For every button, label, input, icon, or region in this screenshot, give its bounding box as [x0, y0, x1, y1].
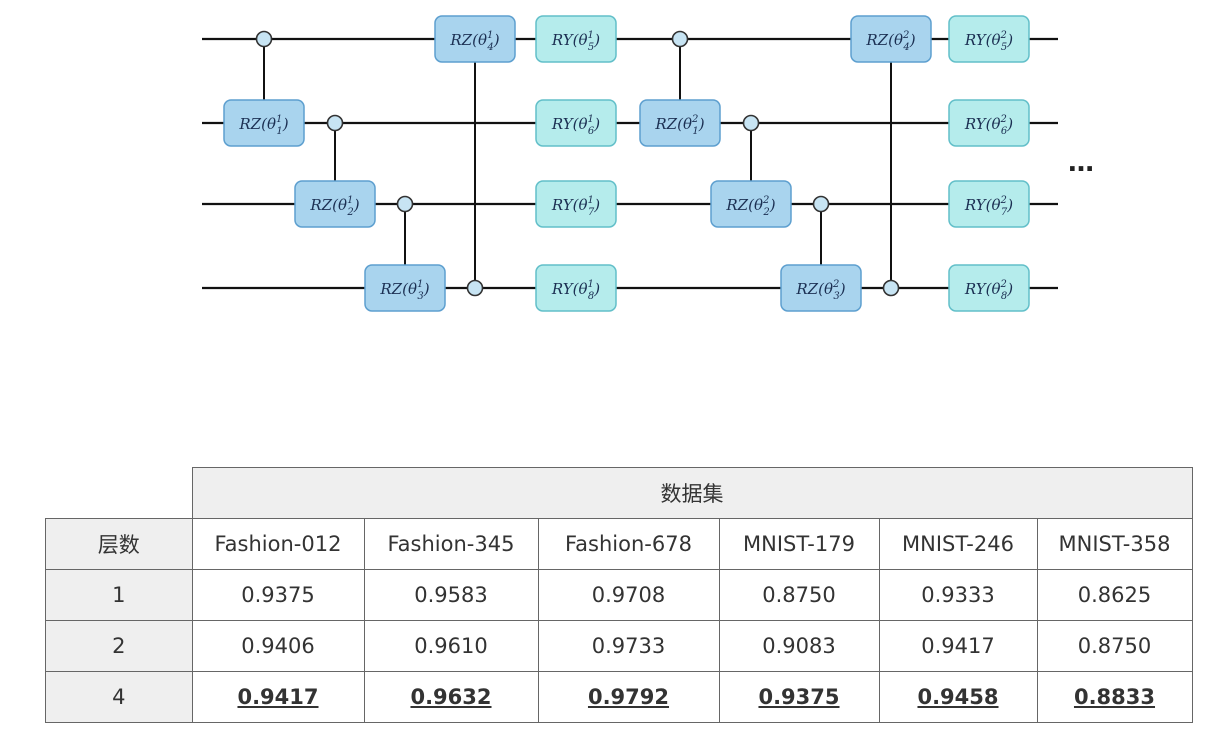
- dataset-column-header: MNIST-246: [878, 518, 1038, 570]
- svg-text:RZ(θ21): RZ(θ21): [654, 114, 704, 137]
- svg-text:RZ(θ11): RZ(θ11): [238, 114, 288, 137]
- dataset-column-header: MNIST-179: [718, 518, 880, 570]
- control-dot: [466, 279, 484, 297]
- svg-text:RZ(θ23): RZ(θ23): [795, 279, 845, 302]
- control-dot: [812, 195, 830, 213]
- accuracy-value: 0.8625: [1077, 583, 1152, 607]
- accuracy-cell: 0.9583: [363, 569, 539, 621]
- continuation-ellipsis: …: [1068, 148, 1095, 178]
- svg-text:RY(θ25): RY(θ25): [964, 30, 1013, 53]
- table-group-header-row: 数据集: [45, 467, 1193, 519]
- svg-text:RZ(θ14): RZ(θ14): [449, 30, 499, 53]
- table-row: 4 0.9417 0.9632 0.9792 0.9375 0.9458 0.8833: [45, 671, 1193, 723]
- accuracy-cell: 0.9632: [363, 671, 539, 723]
- accuracy-value: 0.8750: [1077, 634, 1152, 658]
- svg-text:RY(θ28): RY(θ28): [964, 279, 1013, 302]
- table-row: 2 0.9406 0.9610 0.9733 0.9083 0.9417 0.8750: [45, 620, 1193, 672]
- dataset-column-header: Fashion-012: [191, 518, 365, 570]
- dataset-column-header: Fashion-678: [537, 518, 720, 570]
- accuracy-value: 0.9417: [237, 685, 319, 709]
- accuracy-value: 0.9583: [414, 583, 488, 607]
- accuracy-cell: 0.8833: [1036, 671, 1193, 723]
- svg-text:RZ(θ24): RZ(θ24): [865, 30, 915, 53]
- svg-text:RY(θ17): RY(θ17): [551, 195, 600, 218]
- accuracy-value: 0.9417: [921, 634, 995, 658]
- accuracy-value: 0.9792: [587, 685, 670, 709]
- accuracy-value: 0.9708: [591, 583, 666, 607]
- svg-text:RY(θ27): RY(θ27): [964, 195, 1013, 218]
- accuracy-cell: 0.8750: [1036, 620, 1193, 672]
- accuracy-value: 0.8833: [1073, 685, 1156, 709]
- svg-text:RZ(θ13): RZ(θ13): [379, 279, 429, 302]
- dataset-column-header: Fashion-345: [363, 518, 539, 570]
- accuracy-cell: 0.9406: [191, 620, 365, 672]
- control-dot: [671, 30, 689, 48]
- accuracy-cell: 0.8625: [1036, 569, 1193, 621]
- layer-count-cell: 2: [45, 620, 193, 672]
- accuracy-cell: 0.9458: [878, 671, 1038, 723]
- control-dot: [255, 30, 273, 48]
- control-dot: [742, 114, 760, 132]
- svg-text:RY(θ18): RY(θ18): [551, 279, 600, 302]
- accuracy-value: 0.9375: [758, 685, 840, 709]
- control-dot: [882, 279, 900, 297]
- accuracy-cell: 0.9708: [537, 569, 720, 621]
- accuracy-cell: 0.9333: [878, 569, 1038, 621]
- accuracy-cell: 0.9417: [191, 671, 365, 723]
- svg-text:RY(θ15): RY(θ15): [551, 30, 600, 53]
- accuracy-value: 0.9333: [921, 583, 995, 607]
- accuracy-cell: 0.9792: [537, 671, 720, 723]
- layer-count-cell: 4: [45, 671, 193, 723]
- layer-count-cell: 1: [45, 569, 193, 621]
- accuracy-cell: 0.9610: [363, 620, 539, 672]
- accuracy-cell: 0.9083: [718, 620, 880, 672]
- accuracy-cell: 0.9375: [718, 671, 880, 723]
- accuracy-cell: 0.8750: [718, 569, 880, 621]
- accuracy-value: 0.9632: [410, 685, 492, 709]
- accuracy-cell: 0.9417: [878, 620, 1038, 672]
- dataset-column-header: MNIST-358: [1036, 518, 1193, 570]
- table-corner-blank: [45, 467, 192, 519]
- accuracy-value: 0.9733: [591, 634, 666, 658]
- table-row: 1 0.9375 0.9583 0.9708 0.8750 0.9333 0.8625: [45, 569, 1193, 621]
- accuracy-value: 0.9458: [917, 685, 999, 709]
- accuracy-value: 0.9610: [414, 634, 488, 658]
- svg-text:RY(θ16): RY(θ16): [551, 114, 600, 137]
- control-dot: [396, 195, 414, 213]
- dataset-group-header: 数据集: [191, 467, 1193, 519]
- layers-header: 层数: [45, 518, 193, 570]
- accuracy-cell: 0.9733: [537, 620, 720, 672]
- svg-text:RY(θ26): RY(θ26): [964, 114, 1013, 137]
- accuracy-value: 0.9375: [241, 583, 315, 607]
- accuracy-value: 0.9083: [762, 634, 836, 658]
- svg-text:RZ(θ12): RZ(θ12): [309, 195, 359, 218]
- control-dot: [326, 114, 344, 132]
- svg-text:RZ(θ22): RZ(θ22): [725, 195, 775, 218]
- accuracy-value: 0.9406: [241, 634, 315, 658]
- accuracy-cell: 0.9375: [191, 569, 365, 621]
- accuracy-value: 0.8750: [762, 583, 836, 607]
